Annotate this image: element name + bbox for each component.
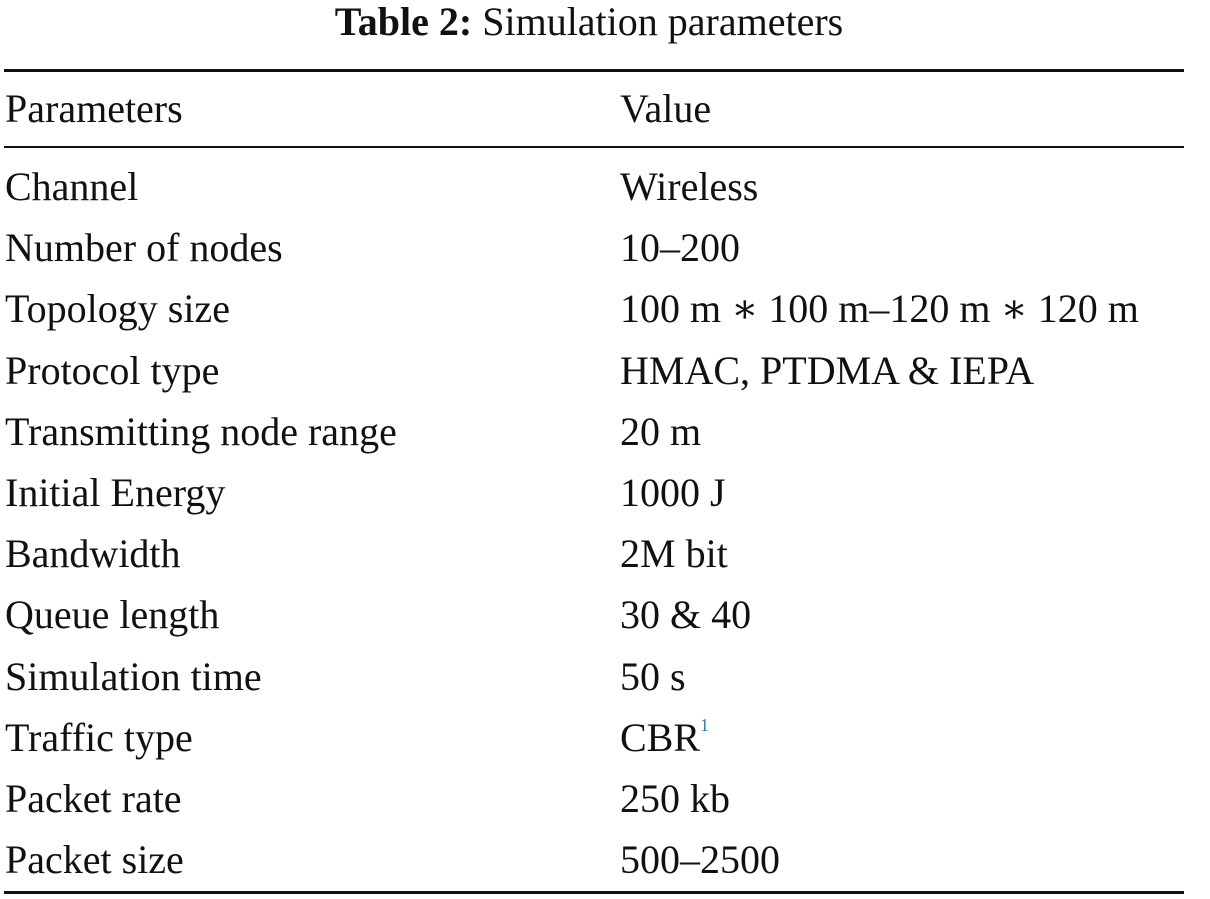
value-cell: 2M bit [620,523,728,584]
table-row: Topology size 100 m ∗ 100 m–120 m ∗ 120 m [0,278,1210,339]
value-text: 500–2500 [620,837,780,883]
parameter-cell: Transmitting node range [5,408,397,454]
value-text: 20 m [620,408,702,454]
table-row: Bandwidth 2M bit [0,523,1210,584]
table-row: Transmitting node range 20 m [0,401,1210,462]
value-text: CBR [620,714,701,760]
footnote-link[interactable]: 1 [700,714,710,735]
value-text: 30 & 40 [620,592,752,638]
value-text: 1000 J [620,470,726,515]
parameter-cell: Traffic type [5,714,193,760]
value-text: 250 kb [620,776,730,821]
parameter-cell: Packet rate [5,776,182,821]
table-caption-label: Table 2: [334,0,473,44]
column-header-parameters: Parameters [5,86,183,131]
value-text: Wireless [620,164,759,209]
parameter-cell: Initial Energy [5,470,226,515]
value-cell: CBR1 [620,707,709,768]
table-row: Number of nodes 10–200 [0,217,1210,278]
value-cell: 100 m ∗ 100 m–120 m ∗ 120 m [620,278,1139,339]
table-caption: Table 2: Simulation parameters [0,0,1178,44]
table-row: Traffic type CBR1 [0,707,1210,768]
value-text: 2M bit [620,531,728,577]
table-row: Packet rate 250 kb [0,768,1210,829]
table-bottom-rule [4,891,1184,894]
value-text: 10–200 [620,225,740,271]
value-cell: 50 s [620,646,686,707]
column-header-value: Value [620,86,712,131]
parameter-cell: Simulation time [5,653,262,699]
table-row: Packet size 500–2500 [0,829,1210,890]
parameter-cell: Channel [5,164,139,209]
table-row: Queue length 30 & 40 [0,584,1210,645]
table-row: Initial Energy 1000 J [0,462,1210,523]
value-text: 50 s [620,653,686,699]
table-header-row: Parameters Value [0,78,1210,139]
parameter-cell: Topology size [5,286,230,332]
value-cell: Wireless [620,156,758,217]
parameter-cell: Packet size [5,837,184,883]
value-cell: 1000 J [620,462,726,523]
table-row: Protocol type HMAC, PTDMA & IEPA [0,340,1210,401]
parameter-cell: Protocol type [5,347,220,393]
table-top-rule [4,69,1184,72]
table-header-rule [4,146,1184,148]
value-text: 100 m ∗ 100 m–120 m ∗ 120 m [620,286,1139,332]
value-cell: 10–200 [620,217,740,278]
value-cell: HMAC, PTDMA & IEPA [620,340,1034,401]
table-caption-title: Simulation parameters [482,0,844,44]
value-cell: 30 & 40 [620,584,751,645]
parameter-cell: Bandwidth [5,531,181,577]
value-cell: 250 kb [620,768,730,829]
parameter-cell: Number of nodes [5,225,283,271]
table-row: Simulation time 50 s [0,646,1210,707]
value-cell: 500–2500 [620,829,780,890]
value-cell: 20 m [620,401,701,462]
parameter-cell: Queue length [5,592,220,638]
value-text: HMAC, PTDMA & IEPA [620,347,1035,393]
table-row: Channel Wireless [0,156,1210,217]
